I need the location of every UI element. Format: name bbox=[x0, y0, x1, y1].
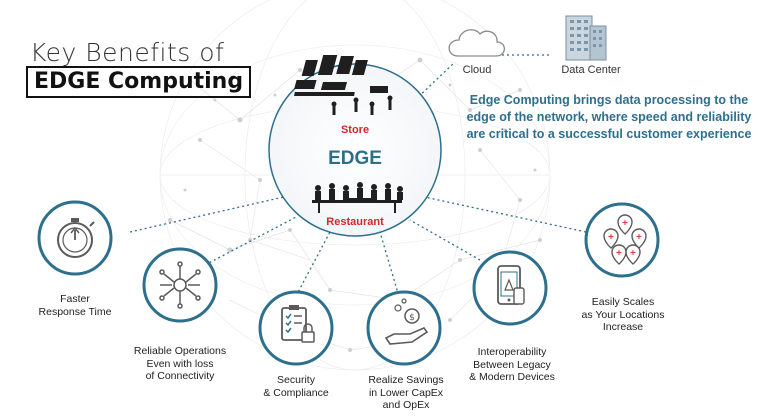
benefit-icon-security bbox=[258, 290, 334, 366]
connector-faster-response bbox=[129, 195, 289, 233]
svg-text:+: + bbox=[636, 232, 643, 241]
benefit-label-faster-response: Faster Response Time bbox=[38, 293, 112, 318]
benefit-icon-reliable-operations bbox=[142, 247, 218, 323]
data-center-icon bbox=[565, 15, 607, 61]
svg-text:+: + bbox=[630, 248, 637, 257]
edge-label: EDGE bbox=[328, 148, 382, 169]
benefit-label-security: Security & Compliance bbox=[263, 374, 329, 399]
restaurant-label: Restaurant bbox=[326, 216, 384, 228]
connector-lines bbox=[129, 54, 587, 301]
svg-text:+: + bbox=[622, 218, 629, 227]
benefit-label-savings: Realize Savings in Lower CapEx and OpEx bbox=[368, 374, 444, 411]
cloud-label: Cloud bbox=[462, 64, 492, 76]
cloud-icon bbox=[448, 29, 506, 57]
svg-text:+: + bbox=[608, 232, 615, 241]
title-line-2: EDGE Computing bbox=[26, 66, 252, 98]
store-label: Store bbox=[340, 124, 370, 136]
connector-security bbox=[295, 231, 331, 297]
connector-savings bbox=[379, 231, 401, 301]
benefit-label-scales: Easily Scales as Your Locations Increase bbox=[581, 296, 665, 333]
svg-text:$: $ bbox=[409, 313, 415, 323]
edge-description: Edge Computing brings data processing to… bbox=[466, 93, 752, 141]
store-scene-icon bbox=[294, 55, 393, 115]
benefit-icon-faster-response bbox=[37, 200, 113, 276]
benefit-icon-savings: $ bbox=[366, 290, 442, 366]
benefit-icon-interoperability bbox=[472, 250, 548, 326]
restaurant-scene-icon bbox=[312, 182, 403, 213]
benefit-label-interoperability: Interoperability Between Legacy & Modern… bbox=[469, 346, 555, 383]
benefit-icon-scales: + + + + + bbox=[584, 202, 660, 278]
benefit-label-reliable-operations: Reliable Operations Even with loss of Co… bbox=[133, 345, 227, 382]
hub-cloud-connector bbox=[414, 61, 456, 101]
title-line-1: Key Benefits of bbox=[30, 38, 225, 67]
svg-text:+: + bbox=[616, 248, 623, 257]
data-center-label: Data Center bbox=[561, 64, 621, 76]
connector-scales bbox=[419, 195, 587, 233]
connector-interoperability bbox=[409, 219, 481, 261]
